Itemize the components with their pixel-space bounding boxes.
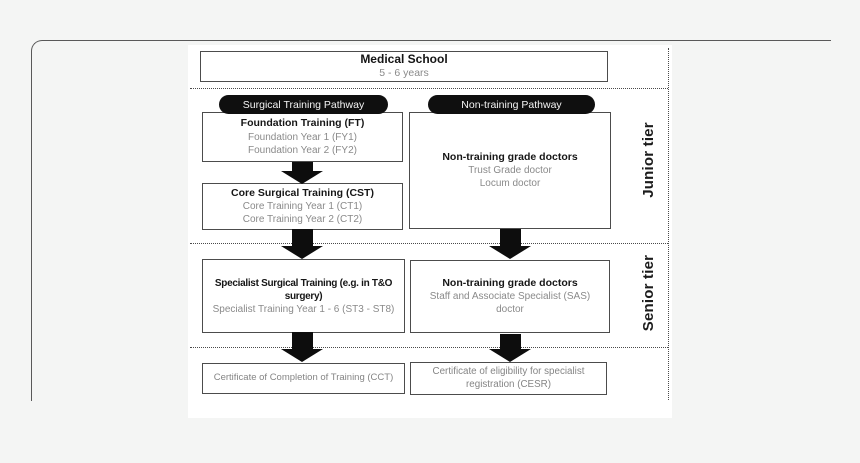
non-training-junior-title: Non-training grade doctors	[442, 150, 578, 163]
medical-school-box: Medical School 5 - 6 years	[200, 51, 608, 82]
medical-school-years: 5 - 6 years	[379, 67, 429, 80]
arrow-stem	[499, 334, 521, 349]
foundation-year-2: Foundation Year 2 (FY2)	[248, 144, 357, 156]
surgical-pathway-label: Surgical Training Pathway	[242, 98, 365, 111]
arrow-head	[281, 171, 323, 184]
arrow-stem	[291, 229, 313, 246]
down-arrow-cst-to-specialist	[281, 229, 323, 259]
arrow-head	[489, 349, 531, 362]
medical-school-title: Medical School	[360, 52, 448, 67]
senior-tier-label: Senior tier	[639, 254, 657, 332]
arrow-head	[489, 246, 531, 259]
core-training-year-2: Core Training Year 2 (CT2)	[242, 214, 363, 226]
cct-box: Certificate of Completion of Training (C…	[202, 363, 405, 394]
card-frame	[31, 40, 831, 401]
divider-medical-school	[190, 88, 668, 89]
junior-tier-label: Junior tier	[639, 122, 657, 198]
arrow-stem	[291, 332, 313, 349]
core-training-year-1: Core Training Year 1 (CT1)	[242, 201, 363, 213]
arrow-stem	[291, 162, 313, 171]
sas-doctor: Staff and Associate Specialist (SAS) doc…	[429, 291, 591, 316]
cct-label: Certificate of Completion of Training (C…	[213, 372, 394, 384]
specialist-training-box: Specialist Surgical Training (e.g. in T&…	[202, 259, 405, 333]
cesr-box: Certificate of eligibility for specialis…	[410, 362, 607, 395]
non-training-senior-title: Non-training grade doctors	[442, 276, 578, 289]
core-surgical-training-box: Core Surgical Training (CST) Core Traini…	[202, 183, 403, 230]
foundation-training-box: Foundation Training (FT) Foundation Year…	[202, 112, 403, 162]
arrow-head	[281, 349, 323, 362]
surgical-pathway-pill: Surgical Training Pathway	[219, 95, 388, 114]
cesr-label: Certificate of eligibility for specialis…	[432, 365, 585, 390]
core-surgical-training-title: Core Surgical Training (CST)	[231, 186, 374, 199]
non-training-pathway-pill: Non-training Pathway	[428, 95, 595, 114]
specialist-training-title: Specialist Surgical Training (e.g. in T&…	[214, 277, 393, 302]
down-arrow-junior-to-sas	[489, 229, 531, 259]
non-training-pathway-label: Non-training Pathway	[461, 98, 562, 111]
foundation-year-1: Foundation Year 1 (FY1)	[248, 131, 357, 143]
divider-senior-certificates	[190, 347, 668, 348]
foundation-training-title: Foundation Training (FT)	[240, 117, 365, 130]
down-arrow-sas-to-cesr	[489, 334, 531, 362]
divider-junior-senior	[190, 243, 668, 244]
locum-doctor: Locum doctor	[479, 178, 541, 190]
down-arrow-specialist-to-cct	[281, 332, 323, 362]
arrow-stem	[499, 229, 521, 246]
non-training-junior-box: Non-training grade doctors Trust Grade d…	[409, 112, 611, 229]
divider-tier-labels	[668, 48, 669, 400]
down-arrow-ft-to-cst	[281, 162, 323, 184]
non-training-senior-box: Non-training grade doctors Staff and Ass…	[410, 260, 610, 333]
arrow-head	[281, 246, 323, 259]
specialist-training-years: Specialist Training Year 1 - 6 (ST3 - ST…	[212, 303, 395, 315]
trust-grade-doctor: Trust Grade doctor	[468, 165, 552, 177]
